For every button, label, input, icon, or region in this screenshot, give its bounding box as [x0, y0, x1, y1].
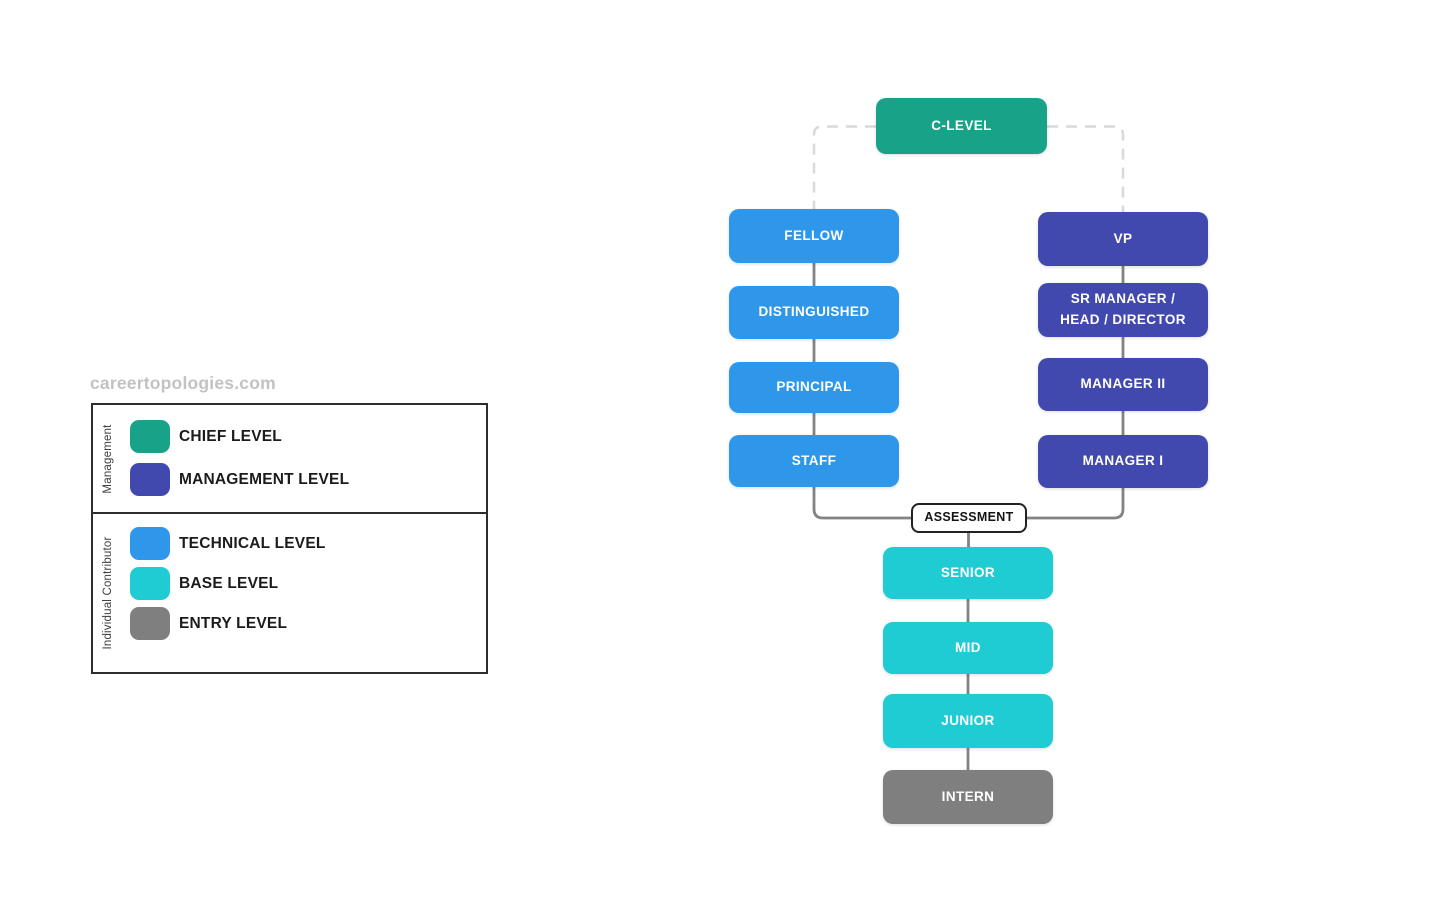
legend-item-chief-level: CHIEF LEVEL [130, 420, 486, 453]
technical-level-swatch [130, 527, 170, 560]
connector-staff-assessment [812, 487, 911, 520]
watermark: careertopologies.com [90, 373, 276, 393]
node-junior: JUNIOR [883, 694, 1053, 748]
technical-level-label: TECHNICAL LEVEL [179, 534, 326, 552]
management-level-swatch [130, 463, 170, 496]
entry-level-swatch [130, 607, 170, 640]
node-distinguished: DISTINGUISHED [729, 286, 899, 339]
node-intern: INTERN [883, 770, 1053, 824]
legend-items-individual-contributor: TECHNICAL LEVEL BASE LEVEL ENTRY LEVEL [93, 514, 486, 640]
legend-group-individual-contributor: Individual Contributor TECHNICAL LEVEL B… [93, 514, 486, 672]
base-level-label: BASE LEVEL [179, 574, 279, 592]
node-manager-i: MANAGER I [1038, 435, 1208, 488]
legend-item-base-level: BASE LEVEL [130, 567, 486, 600]
legend-group-management-label: Management [102, 423, 114, 494]
legend-items-management: CHIEF LEVEL MANAGEMENT LEVEL [93, 405, 486, 496]
connector-clevel-vp [1047, 125, 1125, 212]
node-senior: SENIOR [883, 547, 1053, 599]
node-principal: PRINCIPAL [729, 362, 899, 413]
node-staff: STAFF [729, 435, 899, 487]
legend-item-entry-level: ENTRY LEVEL [130, 607, 486, 640]
node-mid: MID [883, 622, 1053, 674]
node-c-level: C-LEVEL [876, 98, 1047, 154]
node-manager-ii: MANAGER II [1038, 358, 1208, 411]
connector-clevel-fellow [812, 125, 876, 209]
node-vp: VP [1038, 212, 1208, 266]
entry-level-label: ENTRY LEVEL [179, 614, 288, 632]
connector-manager1-assessment [1027, 488, 1125, 520]
legend: Management CHIEF LEVEL MANAGEMENT LEVEL … [91, 403, 488, 674]
legend-item-management-level: MANAGEMENT LEVEL [130, 463, 486, 496]
legend-group-management: Management CHIEF LEVEL MANAGEMENT LEVEL [93, 405, 486, 514]
node-sr-manager-head-director: SR MANAGER / HEAD / DIRECTOR [1038, 283, 1208, 337]
legend-group-individual-contributor-label: Individual Contributor [102, 536, 114, 650]
node-assessment: ASSESSMENT [911, 503, 1027, 533]
base-level-swatch [130, 567, 170, 600]
chief-level-label: CHIEF LEVEL [179, 427, 282, 445]
legend-item-technical-level: TECHNICAL LEVEL [130, 527, 486, 560]
management-level-label: MANAGEMENT LEVEL [179, 470, 350, 488]
chief-level-swatch [130, 420, 170, 453]
node-fellow: FELLOW [729, 209, 899, 263]
